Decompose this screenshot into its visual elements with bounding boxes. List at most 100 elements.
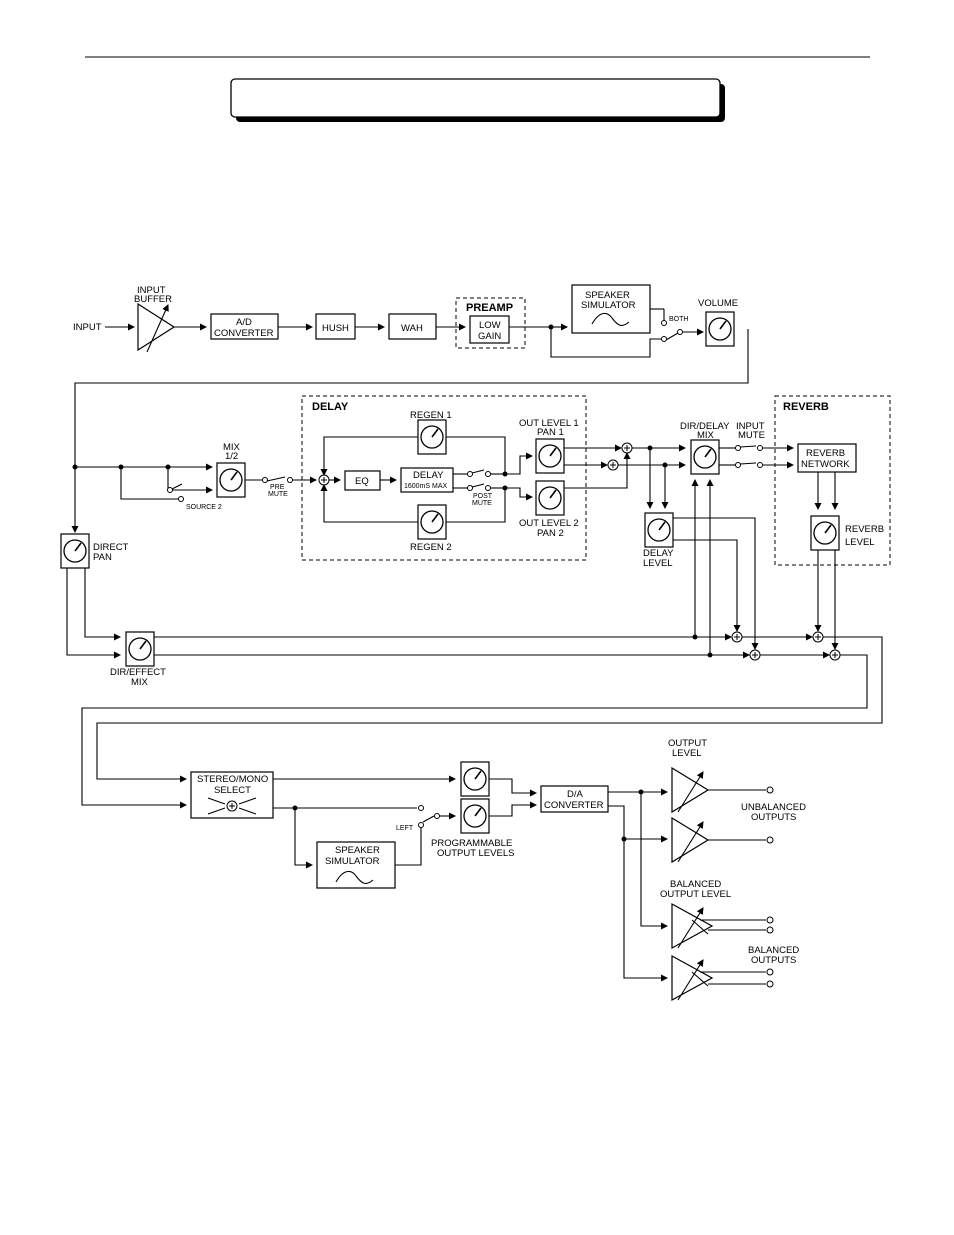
delay-level-label-2: LEVEL: [643, 558, 673, 569]
volume-label: VOLUME: [698, 298, 738, 309]
amp-unbalanced-2: [671, 816, 710, 864]
spk-sim-1-label-1: SPEAKER: [585, 290, 630, 301]
output-level-knob-2[interactable]: [460, 798, 490, 834]
delay-level-label-1: DELAY: [643, 548, 674, 559]
delay-block-label-2: 1600mS MAX: [404, 483, 448, 490]
reverb-level-label-1: REVERB: [845, 524, 884, 535]
speaker-simulator-1: [571, 284, 651, 334]
ad-label-1: A/D: [236, 317, 252, 328]
left-label: LEFT: [396, 825, 414, 832]
input-buffer: [137, 302, 176, 353]
sum-1: [621, 442, 633, 454]
dir-effect-label-2: MIX: [131, 677, 149, 688]
regen2-knob[interactable]: [417, 504, 447, 540]
dir-delay-label-2: MIX: [697, 430, 715, 441]
hush-block: [315, 313, 356, 340]
spk-sim-1-label-2: SIMULATOR: [581, 300, 636, 311]
sum-3: [731, 631, 743, 643]
input-buffer-label-1: INPUT: [137, 285, 166, 296]
amp-balanced-1: [671, 902, 714, 950]
sum-4: [749, 649, 761, 661]
input-buffer-label-2: BUFFER: [134, 294, 172, 305]
dir-delay-label-1: DIR/DELAY: [680, 421, 730, 432]
dir-effect-mix-knob[interactable]: [125, 631, 155, 667]
eq-label: EQ: [355, 476, 369, 487]
da-label-1: D/A: [567, 789, 584, 800]
prog-out-label-1: PROGRAMMABLE: [431, 838, 512, 849]
spk-sim-2-label-1: SPEAKER: [335, 845, 380, 856]
pre-mute-label-1: PRE: [270, 484, 285, 491]
unbal-label-1: UNBALANCED: [741, 802, 806, 813]
low-gain-label-1: LOW: [479, 320, 501, 331]
direct-pan-label-1: DIRECT: [93, 542, 129, 553]
bal-out-label-2: OUTPUTS: [751, 955, 796, 966]
direct-pan-label-2: PAN: [93, 552, 112, 563]
delay-level-knob[interactable]: [644, 512, 674, 548]
delay-sum: [318, 474, 330, 486]
reverb-section: [774, 395, 891, 566]
da-converter: [540, 785, 609, 813]
mix-label-2: 1/2: [225, 451, 238, 462]
reverb-section-label: REVERB: [783, 401, 829, 413]
out-level1-knob[interactable]: [535, 438, 565, 474]
both-label: BOTH: [669, 316, 688, 323]
reverb-net-label-2: NETWORK: [801, 459, 850, 470]
unbal-label-2: OUTPUTS: [751, 812, 796, 823]
post-mute-label-2: MUTE: [472, 500, 492, 507]
amp-unbalanced-1: [671, 766, 710, 814]
reverb-net-label-1: REVERB: [806, 448, 845, 459]
ad-converter: [210, 313, 279, 340]
dir-effect-label-1: DIR/EFFECT: [110, 667, 166, 678]
mix-knob[interactable]: [216, 462, 246, 498]
mix-label-1: MIX: [223, 442, 241, 453]
ad-label-2: CONVERTER: [214, 328, 274, 339]
stereo-mono-label-1: STEREO/MONO: [197, 774, 268, 785]
stereo-mono-label-2: SELECT: [214, 785, 251, 796]
bal-out-label-1: BALANCED: [748, 945, 799, 956]
regen1-label: REGEN 1: [410, 410, 452, 421]
pre-mute-label-2: MUTE: [268, 491, 288, 498]
amp-balanced-2: [671, 954, 714, 1002]
out2-label-1: OUT LEVEL 2: [519, 518, 579, 529]
bal-level-label-2: OUTPUT LEVEL: [660, 889, 731, 900]
sum-2: [607, 459, 619, 471]
output-level-knob-1[interactable]: [460, 761, 490, 797]
low-gain-label-2: GAIN: [478, 331, 501, 342]
preamp-section: [455, 297, 526, 349]
input-mute-label-1: INPUT: [736, 421, 765, 432]
direct-pan-knob[interactable]: [60, 533, 90, 569]
delay-block-label-1: DELAY: [413, 470, 444, 481]
bal-level-label-1: BALANCED: [670, 879, 721, 890]
out-level2-knob[interactable]: [535, 480, 565, 516]
source2-label: SOURCE 2: [186, 504, 222, 511]
prog-out-label-2: OUTPUT LEVELS: [437, 848, 514, 859]
sum-5: [812, 631, 824, 643]
regen2-label: REGEN 2: [410, 542, 452, 553]
reverb-level-knob[interactable]: [810, 515, 840, 551]
sum-6: [829, 649, 841, 661]
low-gain-block: [469, 315, 510, 344]
reverb-network: [797, 443, 857, 473]
delay-section: [301, 395, 587, 561]
regen1-knob[interactable]: [417, 419, 447, 455]
output-level-label-2: LEVEL: [672, 748, 702, 759]
input-label: INPUT: [73, 322, 102, 333]
post-mute-label-1: POST: [473, 493, 493, 500]
delay-block: [400, 467, 454, 493]
out1-label-2: PAN 1: [537, 427, 564, 438]
delay-section-label: DELAY: [312, 401, 349, 413]
title-box: [230, 78, 721, 118]
dir-delay-mix-knob[interactable]: [690, 439, 720, 475]
output-level-label-1: OUTPUT: [668, 738, 707, 749]
preamp-label: PREAMP: [466, 302, 513, 314]
out2-label-2: PAN 2: [537, 528, 564, 539]
speaker-simulator-2: [316, 841, 396, 889]
input-mute-label-2: MUTE: [738, 430, 765, 441]
wah-label: WAH: [401, 323, 423, 334]
spk-sim-2-label-2: SIMULATOR: [325, 856, 380, 867]
out1-label-1: OUT LEVEL 1: [519, 418, 579, 429]
volume-knob[interactable]: [705, 311, 735, 347]
da-label-2: CONVERTER: [544, 800, 604, 811]
